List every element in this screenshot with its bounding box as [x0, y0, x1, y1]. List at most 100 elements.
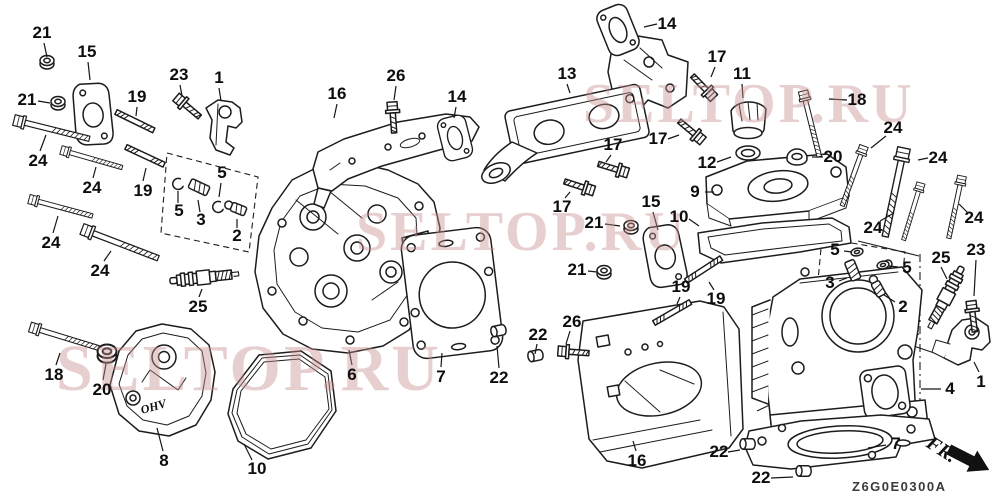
part-callout-12[interactable]: 12: [697, 153, 717, 172]
part-callout-5[interactable]: 5: [830, 240, 840, 259]
part-callout-16[interactable]: 16: [627, 451, 647, 470]
part-callout-18[interactable]: 18: [44, 365, 64, 384]
leader-line-25: [198, 288, 203, 298]
part-callout-16[interactable]: 16: [327, 84, 347, 103]
leader-line-19: [135, 106, 138, 117]
part-callout-24[interactable]: 24: [883, 118, 903, 137]
leader-line-13: [566, 83, 571, 94]
part-callout-20[interactable]: 20: [823, 147, 843, 166]
diagram-code: Z6G0E0300A: [852, 479, 947, 494]
part-callout-13[interactable]: 13: [557, 64, 577, 83]
part-callout-22[interactable]: 22: [751, 468, 771, 487]
part-callout-23[interactable]: 23: [966, 240, 986, 259]
part-callout-26[interactable]: 26: [562, 312, 582, 331]
leader-line-7: [440, 352, 443, 368]
part-callout-22[interactable]: 22: [489, 368, 509, 387]
part-callout-21[interactable]: 21: [32, 23, 52, 42]
part-callout-5[interactable]: 5: [217, 163, 227, 182]
part-callout-21[interactable]: 21: [17, 90, 37, 109]
part-7-head-gasket-center: [400, 226, 504, 360]
part-callout-18[interactable]: 18: [847, 90, 867, 109]
part-callout-17[interactable]: 17: [707, 47, 727, 66]
part-callout-2[interactable]: 2: [232, 226, 242, 245]
part-callout-3[interactable]: 3: [196, 210, 206, 229]
part-callout-10[interactable]: 10: [669, 207, 689, 226]
part-12-seal-ring: [735, 145, 761, 161]
part-callout-24[interactable]: 24: [964, 208, 984, 227]
part-callout-24[interactable]: 24: [82, 178, 102, 197]
part-callout-24[interactable]: 24: [863, 218, 883, 237]
part-callout-11[interactable]: 11: [733, 64, 751, 83]
part-callout-17[interactable]: 17: [648, 129, 668, 148]
leader-line-18: [828, 98, 848, 101]
part-callout-15[interactable]: 15: [77, 42, 97, 61]
part-callout-14[interactable]: 14: [447, 87, 467, 106]
part-callout-26[interactable]: 26: [386, 66, 406, 85]
part-callout-14[interactable]: 14: [657, 14, 677, 33]
part-callout-19[interactable]: 19: [671, 277, 691, 296]
part-callout-24[interactable]: 24: [928, 148, 948, 167]
part-callout-25[interactable]: 25: [931, 248, 951, 267]
part-callout-24[interactable]: 24: [28, 151, 48, 170]
leader-line-2: [883, 294, 896, 303]
part-callout-24[interactable]: 24: [41, 233, 61, 252]
part-16-shroud-lower: [577, 300, 744, 469]
callout-leader-lines: [37, 23, 980, 479]
leader-line-11: [741, 83, 744, 99]
part-10-cover-gasket-left: [227, 350, 337, 460]
part-callout-10[interactable]: 10: [247, 459, 267, 478]
leader-line-10: [688, 218, 700, 227]
part-1-bracket-left: [205, 99, 243, 156]
part-callout-5[interactable]: 5: [174, 201, 184, 220]
part-callout-25[interactable]: 25: [188, 297, 208, 316]
part-callout-8[interactable]: 8: [159, 451, 169, 470]
leader-line-21: [43, 42, 48, 58]
part-callout-21[interactable]: 21: [584, 213, 604, 232]
leader-line-21: [604, 223, 621, 227]
part-callout-19[interactable]: 19: [706, 289, 726, 308]
part-4-cylinder-barrel: [751, 259, 929, 445]
leader-line-17: [605, 154, 612, 163]
part-callout-5[interactable]: 5: [902, 258, 912, 277]
leader-line-5: [888, 265, 899, 268]
part-callout-6[interactable]: 6: [347, 365, 357, 384]
part-callout-19[interactable]: 19: [127, 87, 147, 106]
part-callout-17[interactable]: 17: [603, 135, 623, 154]
leader-line-24: [92, 166, 97, 179]
part-callout-20[interactable]: 20: [92, 380, 112, 399]
leader-line-23: [179, 84, 183, 97]
leader-line-24: [103, 250, 112, 262]
part-callout-7[interactable]: 7: [891, 434, 901, 453]
part-1-bracket-right: [931, 317, 991, 366]
part-callout-22[interactable]: 22: [709, 442, 729, 461]
leader-line-19: [676, 296, 681, 305]
leader-line-16: [333, 103, 338, 119]
leader-line-26: [565, 330, 571, 345]
part-callout-24[interactable]: 24: [90, 261, 110, 280]
part-callout-7[interactable]: 7: [436, 367, 446, 386]
leader-line-17: [710, 66, 716, 78]
part-6-cylinder-head-assembly: [254, 161, 441, 354]
part-callout-19[interactable]: 19: [133, 181, 153, 200]
part-callout-15[interactable]: 15: [641, 192, 661, 211]
part-callout-4[interactable]: 4: [945, 379, 955, 398]
part-callout-1[interactable]: 1: [214, 68, 224, 87]
leader-line-15: [652, 211, 659, 231]
part-8-valve-cover: [109, 323, 216, 437]
part-callout-3[interactable]: 3: [825, 273, 835, 292]
leader-line-22: [727, 449, 741, 453]
part-callout-2[interactable]: 2: [898, 297, 908, 316]
leader-line-3: [838, 277, 848, 282]
part-callout-17[interactable]: 17: [552, 197, 572, 216]
part-callout-9[interactable]: 9: [690, 182, 700, 201]
leader-line-12: [716, 156, 732, 163]
leader-line-21: [587, 270, 598, 273]
leader-line-20: [102, 363, 107, 381]
part-callout-1[interactable]: 1: [976, 372, 986, 391]
leader-line-3: [197, 199, 201, 213]
part-callout-21[interactable]: 21: [567, 260, 587, 279]
part-callout-23[interactable]: 23: [169, 65, 189, 84]
part-callout-22[interactable]: 22: [528, 325, 548, 344]
